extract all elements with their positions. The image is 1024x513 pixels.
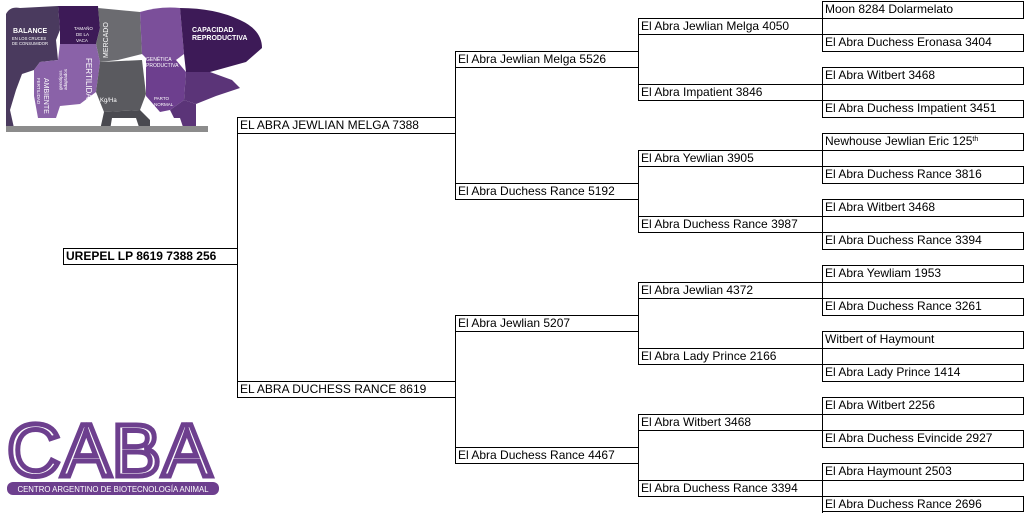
label-parto-2: NORMAL bbox=[154, 102, 174, 107]
pedigree-gen4-item: El Abra Duchess Evincide 2927 bbox=[822, 430, 1024, 448]
pedigree-root-animal: UREPEL LP 8619 7388 256 bbox=[63, 248, 238, 265]
label-balance-sub1: EN LOS CRUCES bbox=[12, 36, 46, 41]
pedigree-sire: EL ABRA JEWLIAN MELGA 7388 bbox=[237, 117, 456, 134]
pedigree-gen4-item: El Abra Witbert 2256 bbox=[822, 397, 1024, 415]
pedigree-gen4-item: Newhouse Jewlian Eric 125th bbox=[822, 133, 1024, 151]
pedigree-gen3-item: El Abra Witbert 3468 bbox=[638, 414, 823, 431]
pedigree-gen4-item: El Abra Witbert 3468 bbox=[822, 199, 1024, 217]
cattle-silhouette bbox=[6, 6, 262, 132]
pedigree-dam: EL ABRA DUCHESS RANCE 8619 bbox=[237, 381, 456, 398]
label-mercado: MERCADO bbox=[103, 22, 110, 58]
pedigree-gen4-item: El Abra Duchess Rance 2696 bbox=[822, 496, 1024, 512]
pedigree-gen4-item: El Abra Lady Prince 1414 bbox=[822, 364, 1024, 382]
pedigree-gen4-item: Moon 8284 Dolarmelato bbox=[822, 1, 1024, 19]
label-ambiente: AMBIENTE bbox=[42, 78, 49, 114]
pedigree-gen3-item: El Abra Duchess Rance 3394 bbox=[638, 480, 823, 497]
pedigree-gen4-item: El Abra Duchess Impatient 3451 bbox=[822, 100, 1024, 118]
label-adaptados-2: adaptados bbox=[63, 68, 68, 90]
label-parto-1: PARTO bbox=[154, 96, 170, 101]
pedigree-gen4-item: El Abra Haymount 2503 bbox=[822, 463, 1024, 481]
pedigree-gen3-item: El Abra Duchess Rance 3987 bbox=[638, 216, 823, 233]
pedigree-gen4-item: El Abra Duchess Eronasa 3404 bbox=[822, 34, 1024, 52]
pedigree-gen4-item: El Abra Witbert 3468 bbox=[822, 67, 1024, 85]
pedigree-gen3-item: El Abra Lady Prince 2166 bbox=[638, 348, 823, 365]
label-tamano-3: VACA bbox=[76, 38, 88, 43]
caba-wordmark: CABA bbox=[7, 412, 213, 492]
pedigree-gen3-item: El Abra Yewlian 3905 bbox=[638, 150, 823, 167]
pedigree-gen4-item: Witbert of Haymount bbox=[822, 331, 1024, 349]
label-kgha: Kg/Ha bbox=[100, 98, 117, 104]
pedigree-gen3-item: El Abra Jewlian Melga 4050 bbox=[638, 18, 823, 35]
pedigree-gen4-item: El Abra Duchess Rance 3261 bbox=[822, 298, 1024, 316]
pedigree-gen4-item: El Abra Yewliam 1953 bbox=[822, 265, 1024, 283]
caba-tagline: CENTRO ARGENTINO DE BIOTECNOLOGÍA ANIMAL bbox=[17, 485, 209, 494]
label-capacidad-2: REPRODUCTIVA bbox=[192, 35, 247, 42]
label-balance-sub2: DE CONSUMIDOR bbox=[12, 41, 48, 46]
pedigree-gen4-name: Newhouse Jewlian Eric 125 bbox=[825, 134, 973, 148]
label-tamano-2: DE LA bbox=[76, 32, 89, 37]
pedigree-gen4-item: El Abra Duchess Rance 3394 bbox=[822, 232, 1024, 250]
label-capacidad-1: CAPACIDAD bbox=[192, 27, 233, 34]
label-genetica-1: GENÉTICA bbox=[146, 56, 172, 63]
cattle-puzzle-logo: BALANCE EN LOS CRUCES DE CONSUMIDOR TAMA… bbox=[6, 6, 262, 132]
label-genetica-2: PRODUCTIVA bbox=[146, 63, 179, 69]
pedigree-gen3-item: El Abra Jewlian 4372 bbox=[638, 282, 823, 299]
caba-logo: CABA CENTRO ARGENTINO DE BIOTECNOLOGÍA A… bbox=[5, 412, 219, 495]
pedigree-gen2-item: El Abra Duchess Rance 4467 bbox=[455, 447, 639, 464]
pedigree-gen3-item: El Abra Impatient 3846 bbox=[638, 84, 823, 101]
pedigree-gen4-item: El Abra Duchess Rance 3816 bbox=[822, 166, 1024, 184]
label-adaptados-1: genotipos bbox=[58, 70, 63, 90]
pedigree-gen2-item: El Abra Jewlian Melga 5526 bbox=[455, 51, 639, 68]
pedigree-gen2-item: El Abra Duchess Rance 5192 bbox=[455, 183, 639, 200]
label-fertilidad: FERTILIDAD bbox=[84, 58, 93, 105]
pedigree-gen2-item: El Abra Jewlian 5207 bbox=[455, 315, 639, 332]
label-tamano-1: TAMAÑO bbox=[74, 25, 93, 31]
ordinal-suffix: th bbox=[972, 136, 979, 143]
label-ambiente-sub: FERTILIDAD bbox=[36, 78, 41, 105]
label-balance: BALANCE bbox=[13, 28, 48, 35]
caba-tagline-band bbox=[7, 482, 219, 495]
